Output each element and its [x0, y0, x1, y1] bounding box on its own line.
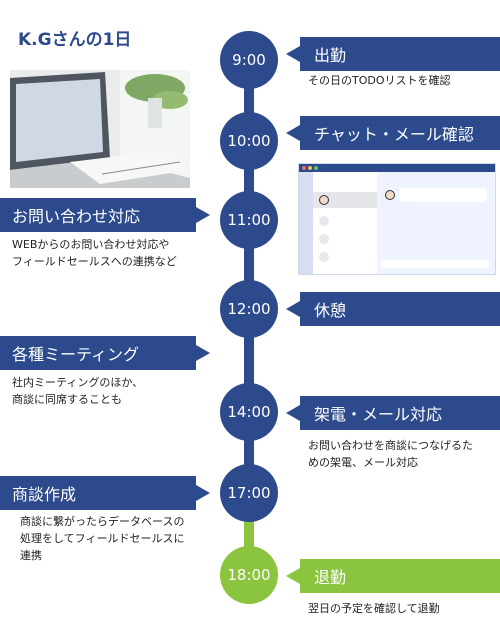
time-circle: 17:00 [220, 464, 278, 522]
event-banner: 商談作成 [0, 476, 196, 510]
pointer-arrow [196, 207, 210, 223]
chat-app-mockup [298, 163, 496, 275]
time-circle-end: 18:00 [220, 546, 278, 604]
event-description: 翌日の予定を確認して退勤 [308, 602, 440, 615]
time-circle: 12:00 [220, 280, 278, 338]
event-banner: 出勤 [300, 37, 500, 71]
event-description: お問い合わせを商談につなげるための架電、メール対応 [308, 439, 473, 469]
pointer-arrow [286, 301, 300, 317]
pointer-arrow [286, 125, 300, 141]
pointer-arrow [286, 568, 300, 584]
event-banner-end: 退勤 [300, 559, 500, 593]
event-banner: 休憩 [300, 292, 500, 326]
page-title: K.Gさんの1日 [18, 30, 132, 50]
event-description: その日のTODOリストを確認 [308, 74, 451, 87]
event-description: WEBからのお問い合わせ対応やフィールドセールスへの連携など [12, 238, 177, 268]
event-banner: お問い合わせ対応 [0, 198, 196, 232]
time-circle: 14:00 [220, 383, 278, 441]
event-description: 社内ミーティングのほか、商談に同席することも [12, 376, 144, 406]
pointer-arrow [286, 46, 300, 62]
event-banner: チャット・メール確認 [300, 116, 500, 150]
event-banner: 各種ミーティング [0, 336, 196, 370]
time-circle: 9:00 [220, 31, 278, 89]
event-description: 商談に繋がったらデータベースの処理をしてフィールドセールスに連携 [20, 515, 185, 562]
pointer-arrow [196, 345, 210, 361]
event-banner: 架電・メール対応 [300, 396, 500, 430]
pointer-arrow [196, 485, 210, 501]
pointer-arrow [286, 405, 300, 421]
time-circle: 10:00 [220, 112, 278, 170]
time-circle: 11:00 [220, 191, 278, 249]
laptop-photo [10, 70, 190, 188]
